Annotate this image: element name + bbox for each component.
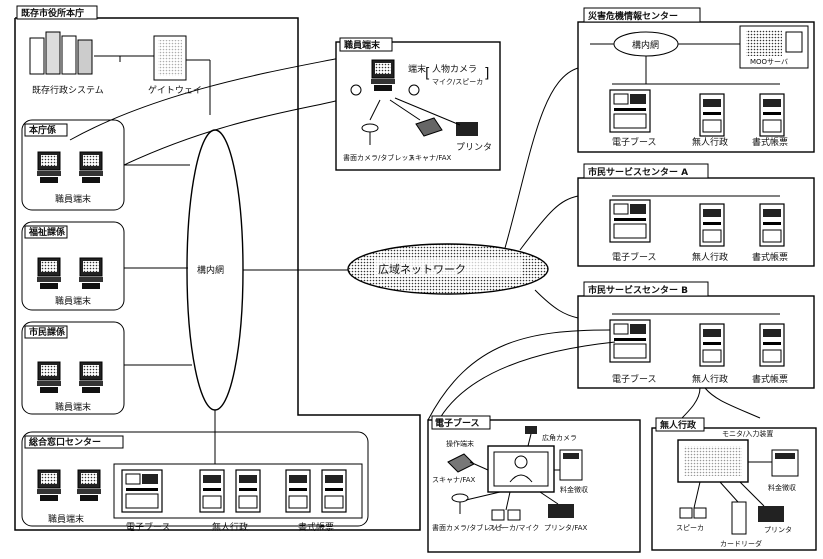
- department-2-title: 福祉課係: [28, 226, 65, 238]
- staff-terminal-printer: プリンタ: [456, 142, 492, 153]
- service-center-b: [577, 281, 815, 389]
- staff-terminal-scanner: スキャナ/FAX: [408, 154, 452, 162]
- service-b-forms: 書式帳票: [752, 373, 788, 385]
- legacy-system-label: 既存行政システム: [32, 84, 104, 96]
- general-window-unmanned: 無人行政: [212, 521, 248, 533]
- service-b-booth: 電子ブース: [612, 373, 657, 385]
- unmanned-detail-speaker: スピーカ: [676, 524, 704, 532]
- staff-terminal-detail: [ ]: [335, 37, 501, 171]
- booth-detail: [427, 415, 641, 553]
- department-1-title: 本庁係: [29, 124, 56, 136]
- department-3-terminal: 職員端末: [55, 401, 91, 413]
- legacy-system-icon: [29, 31, 93, 75]
- department-1-terminal: 職員端末: [55, 193, 91, 205]
- general-window-center: [21, 431, 369, 527]
- service-center-a: [577, 163, 815, 267]
- service-b-unmanned: 無人行政: [692, 373, 728, 385]
- department-2-terminal: 職員端末: [55, 295, 91, 307]
- general-window-terminal: 職員端末: [48, 513, 84, 525]
- general-window-forms: 書式帳票: [298, 521, 334, 533]
- general-window-title: 総合窓口センター: [29, 436, 101, 448]
- info-center-title: 災害危機情報センター: [587, 10, 678, 22]
- booth-detail-wide-camera: 広角カメラ: [542, 433, 577, 442]
- booth-detail-doc-camera: 書面カメラ/タブレット: [432, 523, 504, 532]
- service-a-booth: 電子ブース: [612, 251, 657, 263]
- staff-terminal-mic: マイク/スピーカ: [432, 78, 483, 86]
- booth-detail-fee: 料金徴収: [560, 485, 588, 494]
- staff-terminal-terminal: 端末: [408, 63, 426, 75]
- info-center-lan: 構内網: [632, 39, 659, 51]
- unmanned-detail-printer: プリンタ: [764, 525, 792, 534]
- service-b-title: 市民サービスセンター B: [588, 284, 688, 296]
- booth-detail-speaker-mic: スピーカ/マイク: [488, 524, 539, 532]
- gateway-icon: [153, 35, 187, 81]
- city-hall-title: 既存市役所本庁: [21, 7, 84, 19]
- booth-detail-printer-fax: プリンタ/FAX: [544, 523, 588, 532]
- department-3: [21, 321, 125, 415]
- staff-terminal-title: 職員端末: [344, 39, 381, 51]
- department-2: [21, 221, 125, 311]
- city-hall-frame: [14, 17, 421, 531]
- booth-detail-title: 電子ブース: [435, 417, 480, 429]
- service-a-title: 市民サービスセンター A: [588, 166, 688, 178]
- unmanned-detail-monitor: モニタ/入力装置: [722, 429, 773, 438]
- unmanned-detail-card-reader: カードリーダ: [720, 539, 762, 548]
- unmanned-detail-fee: 料金徴収: [768, 483, 796, 492]
- info-center-forms: 書式帳票: [752, 136, 788, 148]
- staff-terminal-camera: 人物カメラ: [432, 63, 477, 75]
- info-center-server: MOOサーバ: [750, 58, 788, 66]
- unmanned-detail: [651, 417, 817, 551]
- gateway-label: ゲイトウェイ: [148, 84, 202, 96]
- department-1: [21, 119, 125, 211]
- lan-label: 構内網: [197, 264, 224, 276]
- service-a-forms: 書式帳票: [752, 251, 788, 263]
- unmanned-detail-title: 無人行政: [660, 419, 697, 431]
- staff-terminal-doc-camera: 書面カメラ/タブレット: [343, 153, 415, 162]
- info-center: [577, 7, 815, 153]
- info-center-booth: 電子ブース: [612, 136, 657, 148]
- svg-text:]: ]: [484, 66, 489, 82]
- general-window-booth: 電子ブース: [126, 521, 171, 533]
- info-center-unmanned: 無人行政: [692, 136, 728, 148]
- svg-text:[: [: [425, 66, 430, 82]
- service-a-unmanned: 無人行政: [692, 251, 728, 263]
- department-3-title: 市民課係: [29, 326, 65, 338]
- wan-label: 広域ネットワーク: [378, 263, 466, 276]
- booth-detail-scanner: スキャナ/FAX: [432, 476, 476, 484]
- booth-detail-op-terminal: 操作端末: [446, 439, 474, 448]
- city-hall-title-box: [16, 5, 98, 20]
